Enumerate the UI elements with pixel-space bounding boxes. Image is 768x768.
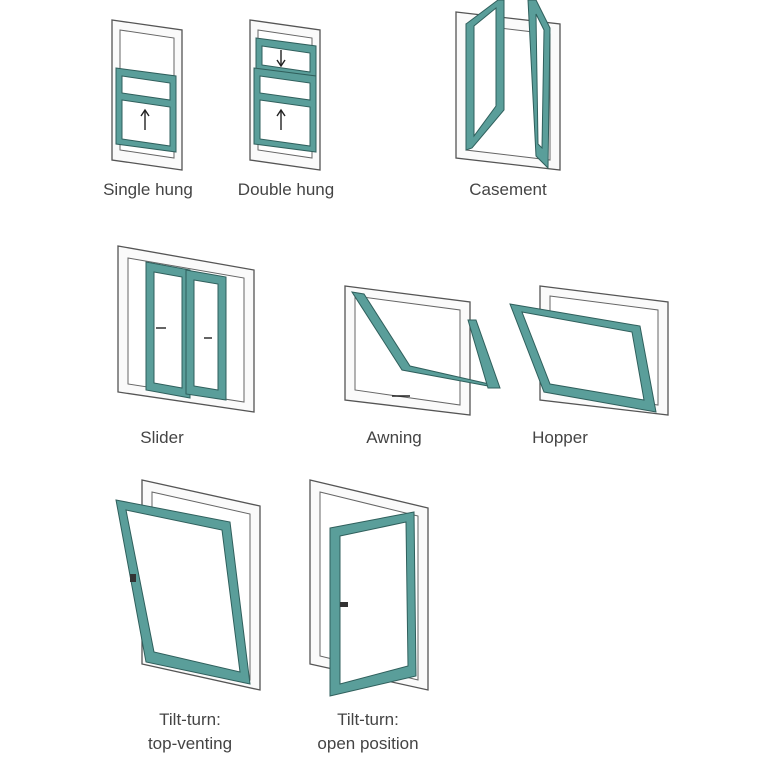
handle-icon xyxy=(340,602,348,607)
awning-window-drawing xyxy=(344,285,501,416)
hopper-window-drawing xyxy=(509,285,669,416)
tilt-turn-top-venting-drawing xyxy=(115,479,261,691)
label-line2: open position xyxy=(317,734,419,753)
handle-icon xyxy=(130,574,136,582)
label-awning: Awning xyxy=(366,428,422,447)
label-single-hung: Single hung xyxy=(103,180,193,199)
label-tilt-turn-top-venting: Tilt-turn: top-venting xyxy=(148,708,232,756)
double-hung-window-drawing xyxy=(249,19,321,171)
label-line2: top-venting xyxy=(147,734,233,753)
tilt-turn-open-position-drawing xyxy=(309,479,429,697)
label-line1: Tilt-turn: xyxy=(337,710,399,729)
label-hopper: Hopper xyxy=(532,428,588,447)
single-hung-window-drawing xyxy=(111,19,183,171)
label-double-hung: Double hung xyxy=(237,180,335,199)
slider-window-drawing xyxy=(117,245,255,413)
label-tilt-turn-open-position: Tilt-turn: open position xyxy=(317,708,418,756)
label-slider: Slider xyxy=(140,428,184,447)
label-line1: Tilt-turn: xyxy=(159,710,221,729)
label-casement: Casement xyxy=(469,180,547,199)
casement-window-drawing xyxy=(455,0,561,171)
